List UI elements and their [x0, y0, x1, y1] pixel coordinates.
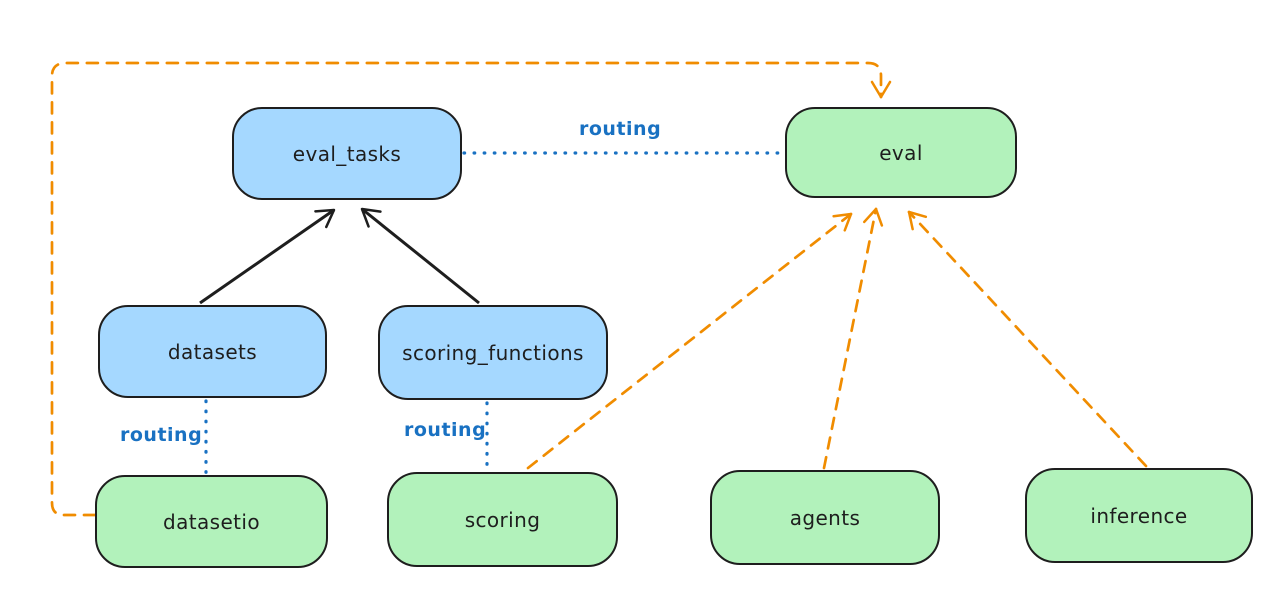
node-scoring-label: scoring	[464, 507, 541, 532]
routing-label-eval-tasks-eval: routing	[579, 118, 662, 140]
node-eval-tasks-label: eval_tasks	[292, 141, 402, 166]
edge-agents-to-eval	[822, 207, 884, 470]
node-scoring: scoring	[387, 472, 618, 567]
node-datasets-label: datasets	[167, 339, 258, 364]
node-datasetio: datasetio	[95, 475, 328, 568]
node-datasets: datasets	[98, 305, 327, 398]
node-eval: eval	[785, 107, 1017, 198]
edge-datasets-to-eval-tasks	[199, 208, 336, 305]
node-scoring-functions: scoring_functions	[378, 305, 608, 400]
edge-scoring-functions-to-eval-tasks	[360, 207, 480, 305]
edge-inference-to-eval	[907, 210, 1148, 468]
node-agents: agents	[710, 470, 940, 565]
routing-label-scoring-functions-scoring: routing	[404, 419, 487, 441]
edge-datasetio-to-eval	[50, 61, 892, 517]
node-inference-label: inference	[1090, 503, 1188, 528]
node-agents-label: agents	[789, 505, 861, 530]
node-eval-tasks: eval_tasks	[232, 107, 462, 200]
routing-label-datasets-datasetio: routing	[120, 424, 203, 446]
node-inference: inference	[1025, 468, 1253, 563]
node-datasetio-label: datasetio	[162, 509, 260, 534]
node-eval-label: eval	[879, 140, 923, 165]
edge-scoring-to-eval	[526, 212, 853, 470]
node-scoring-functions-label: scoring_functions	[402, 340, 584, 365]
